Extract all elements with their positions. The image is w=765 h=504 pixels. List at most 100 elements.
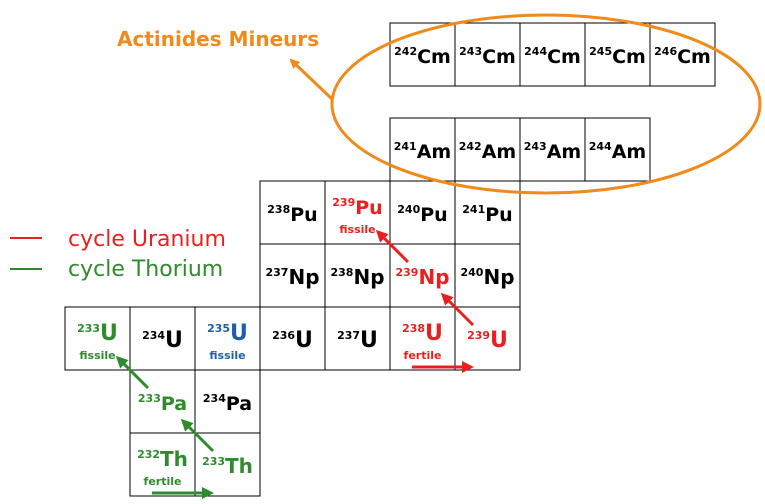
- mass-number: 237: [265, 266, 288, 279]
- legend-thorium-label: cycle Thorium: [68, 257, 223, 282]
- element-symbol: U: [230, 321, 248, 346]
- element-symbol: Pu: [485, 204, 512, 226]
- mass-number: 233: [202, 455, 225, 468]
- nuclide-role-label: fertile: [144, 475, 182, 488]
- nuclide-label: 234Pa: [203, 392, 252, 415]
- nuclide-label: 241Am: [394, 140, 451, 163]
- element-symbol: Cm: [417, 46, 451, 68]
- nuclide-cell-cm246: 246Cm: [649, 22, 716, 87]
- nuclide-label: 240Np: [460, 265, 514, 289]
- element-symbol: Th: [160, 447, 188, 471]
- element-symbol: U: [100, 321, 118, 346]
- cell-border: [194, 369, 261, 434]
- mass-number: 241: [394, 140, 417, 153]
- nuclide-cell-am241: 241Am: [389, 117, 456, 182]
- transition-arrows: [115, 229, 475, 499]
- nuclide-label: 237U: [337, 328, 378, 353]
- nuclide-cell-np237: 237Np: [259, 243, 326, 308]
- mass-number: 239: [395, 266, 418, 279]
- mass-number: 233: [77, 322, 100, 335]
- cell-border: [454, 117, 521, 182]
- nuclide-cell-am243: 243Am: [519, 117, 586, 182]
- element-symbol: U: [360, 328, 378, 353]
- element-symbol: Am: [612, 141, 647, 163]
- nuclide-cell-am244: 244Am: [584, 117, 651, 182]
- nuclide-label: 238U: [402, 321, 443, 346]
- element-symbol: Pu: [420, 204, 447, 226]
- title-pointer-arrow: [289, 58, 334, 101]
- cell-border: [649, 22, 716, 87]
- mass-number: 232: [137, 448, 160, 461]
- nuclide-label: 240Pu: [397, 203, 447, 226]
- nuclide-cell-np240: 240Np: [454, 243, 521, 308]
- minor-actinides-ellipse: [330, 13, 762, 195]
- nuclide-cell-th233: 233Th: [194, 432, 261, 497]
- mass-number: 239: [332, 196, 355, 209]
- element-symbol: U: [425, 321, 443, 346]
- nuclide-cell-u236: 236U: [259, 306, 326, 371]
- element-symbol: Cm: [547, 46, 581, 68]
- element-symbol: Np: [418, 265, 449, 289]
- nuclide-label: 237Np: [265, 265, 319, 289]
- nuclide-label: 242Am: [459, 140, 516, 163]
- mass-number: 238: [402, 322, 425, 335]
- element-symbol: Np: [483, 265, 514, 289]
- element-symbol: Pa: [161, 393, 187, 415]
- element-symbol: Pa: [226, 393, 252, 415]
- element-symbol: Cm: [677, 46, 711, 68]
- cell-border: [259, 243, 326, 308]
- nuclide-cell-pu238: 238Pu: [259, 180, 326, 245]
- mass-number: 239: [467, 329, 490, 342]
- nuclide-cell-pu240: 240Pu: [389, 180, 456, 245]
- mass-number: 243: [524, 140, 547, 153]
- mass-number: 234: [203, 392, 226, 405]
- transition-arrow-u239-np239: [440, 292, 475, 327]
- legend: cycle Uranium cycle Thorium: [10, 227, 226, 282]
- element-symbol: Pu: [355, 197, 382, 219]
- cell-border: [389, 306, 456, 371]
- nuclide-label: 239U: [467, 328, 508, 353]
- transition-arrow-np239-pu239: [375, 229, 410, 264]
- cell-border: [584, 22, 651, 87]
- mass-number: 236: [272, 329, 295, 342]
- element-symbol: U: [490, 328, 508, 353]
- cell-border: [129, 306, 196, 371]
- mass-number: 242: [394, 45, 417, 58]
- nuclide-cell-cm243: 243Cm: [454, 22, 521, 87]
- nuclide-cell-th232: 232Th fertile: [129, 432, 196, 497]
- cell-border: [389, 180, 456, 245]
- cell-border: [389, 22, 456, 87]
- element-symbol: Am: [547, 141, 582, 163]
- element-symbol: Cm: [612, 46, 646, 68]
- nuclide-label: 242Cm: [394, 45, 451, 68]
- mass-number: 238: [267, 203, 290, 216]
- element-symbol: Am: [482, 141, 517, 163]
- nuclide-label: 239Pu: [332, 196, 382, 219]
- element-symbol: Th: [225, 454, 253, 478]
- nuclide-label: 233Th: [202, 454, 253, 478]
- mass-number: 234: [142, 329, 165, 342]
- element-symbol: Cm: [482, 46, 516, 68]
- element-symbol: U: [165, 328, 183, 353]
- cell-border: [519, 22, 586, 87]
- nuclide-label: 239Np: [395, 265, 449, 289]
- mass-number: 246: [654, 45, 677, 58]
- nuclide-label: 232Th: [137, 447, 188, 471]
- cell-border: [584, 117, 651, 182]
- mass-number: 241: [462, 203, 485, 216]
- mass-number: 242: [459, 140, 482, 153]
- cell-border: [454, 243, 521, 308]
- nuclide-cell-cm244: 244Cm: [519, 22, 586, 87]
- nuclide-role-label: fissile: [339, 223, 375, 236]
- nuclide-label: 233U: [77, 321, 118, 346]
- mass-number: 237: [337, 329, 360, 342]
- cell-border: [194, 306, 261, 371]
- nuclide-label: 238Np: [330, 265, 384, 289]
- nuclide-label: 238Pu: [267, 203, 317, 226]
- nuclide-cell-np238: 238Np: [324, 243, 391, 308]
- cell-border: [324, 243, 391, 308]
- nuclide-label: 235U: [207, 321, 248, 346]
- nuclide-label: 233Pa: [138, 392, 187, 415]
